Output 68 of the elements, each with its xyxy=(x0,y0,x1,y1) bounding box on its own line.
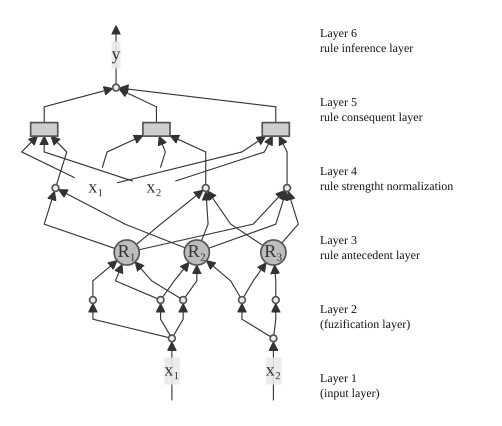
arrow xyxy=(134,261,181,299)
layer-number: Layer 2 xyxy=(320,302,358,316)
arrow xyxy=(118,84,276,123)
layer-number: Layer 6 xyxy=(320,26,358,40)
layer-number: Layer 1 xyxy=(320,370,358,386)
arrow xyxy=(270,264,280,297)
node-box xyxy=(261,122,290,137)
node-text: x₁ xyxy=(88,178,104,198)
node-circle xyxy=(202,184,210,192)
node-circle xyxy=(156,296,165,304)
arrow xyxy=(58,189,186,248)
arrow xyxy=(175,136,273,182)
arrow xyxy=(44,86,114,123)
arrow xyxy=(44,190,116,249)
arrow xyxy=(92,260,118,297)
arrow xyxy=(116,136,266,184)
arrow xyxy=(158,136,168,168)
node-circle xyxy=(178,296,188,304)
layer-name: rule inference layer xyxy=(320,40,414,56)
node-box xyxy=(142,122,171,137)
arrow xyxy=(50,136,68,185)
edge-label: x₂ xyxy=(266,360,282,380)
layer-name: (fuzification layer) xyxy=(320,316,412,332)
edge-label: y xyxy=(112,44,121,64)
arrow xyxy=(281,190,299,244)
arrow xyxy=(243,262,267,298)
arrow xyxy=(270,302,281,336)
node-circle xyxy=(269,334,278,343)
node-text: x₂ xyxy=(146,178,162,198)
node-circle xyxy=(272,296,280,304)
layer-name: (input layer) xyxy=(320,386,381,400)
node-circle: R₂ xyxy=(183,239,210,266)
arrow xyxy=(206,260,241,298)
arrow xyxy=(170,134,206,185)
arrow xyxy=(184,264,202,298)
arrow xyxy=(39,136,134,182)
node-box xyxy=(30,122,59,137)
arrow xyxy=(207,190,264,246)
arrow xyxy=(102,134,144,168)
arrow xyxy=(136,190,204,245)
arrow xyxy=(118,88,157,123)
arrow xyxy=(162,262,190,298)
node-circle xyxy=(168,334,176,343)
layer-name: rule consequent layer xyxy=(320,110,424,124)
arrow xyxy=(278,136,288,185)
node-circle xyxy=(282,184,292,192)
node-circle xyxy=(51,184,60,192)
arrow xyxy=(20,136,75,178)
layer-name: rule antecedent layer xyxy=(320,248,421,262)
node-circle xyxy=(112,83,120,92)
arrow xyxy=(200,190,212,242)
layer-number: Layer 4 xyxy=(320,164,358,178)
arrow xyxy=(111,25,122,84)
arrow xyxy=(138,190,286,250)
arrow xyxy=(208,190,288,249)
arrow xyxy=(173,302,188,336)
node-circle xyxy=(88,296,98,304)
node-circle xyxy=(238,296,246,304)
node-circle: R₃ xyxy=(260,239,287,266)
arrow xyxy=(114,264,158,300)
arrow xyxy=(236,302,271,338)
edge-label: x₁ xyxy=(164,360,180,380)
layer-number: Layer 3 xyxy=(320,232,358,248)
node-circle: R₁ xyxy=(113,239,140,266)
layer-name: rule strengtht normalization xyxy=(320,178,454,194)
arrow xyxy=(156,302,171,336)
layer-number: Layer 5 xyxy=(320,94,358,110)
arrow xyxy=(88,302,169,338)
